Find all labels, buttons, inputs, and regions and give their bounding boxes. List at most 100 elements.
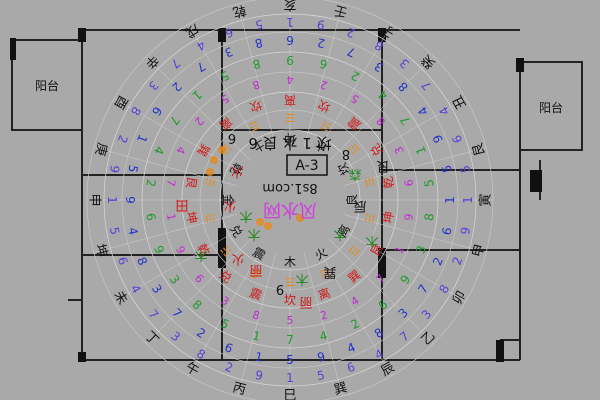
compass-spoke [317, 247, 392, 376]
ring-magenta-digits-glyph: 9 [173, 244, 188, 256]
ring-blue-digits-glyph: 5 [125, 164, 140, 174]
ring-outer-characters-glyph: 丙 [231, 380, 247, 398]
ring-outer-characters-glyph: 丑 [450, 93, 469, 112]
ring-outer-digits-glyph: 9 [458, 226, 473, 236]
ring-green-digits-glyph: 6 [143, 212, 158, 221]
compass-spoke [328, 56, 434, 162]
ring-outer-characters-glyph: 寅 [478, 193, 494, 206]
ring-outer-digits-glyph: 1 [286, 15, 294, 29]
inner-black-label: 6 [228, 130, 236, 145]
inner-green-label: 木 [239, 208, 252, 223]
ring-orange-symbols-glyph: ☰ [285, 111, 295, 124]
ring-blue-digits-glyph: 5 [286, 353, 294, 367]
ring-blue-digits-glyph: 1 [443, 196, 457, 204]
ring-inner-characters-glyph: 良 [344, 194, 359, 206]
ring-orange-symbols-glyph: ☳ [202, 212, 217, 225]
ring-outer-characters-glyph: 未 [110, 289, 129, 308]
ring-green-digits-glyph: 6 [318, 56, 329, 71]
inner-red-label: 火 [231, 251, 244, 266]
ring-outer-characters-glyph: 甲 [470, 243, 488, 259]
compass-spoke [317, 24, 392, 153]
ring-blue-digits-glyph: 1 [254, 349, 264, 364]
compass-spoke [237, 253, 277, 397]
ring-blue-digits-glyph: 4 [125, 226, 140, 236]
ring-orange-symbols-glyph: ☵ [363, 212, 378, 225]
ring-magenta-digits-glyph: 1 [392, 244, 407, 256]
ring-blue-digits-glyph: 6 [286, 33, 294, 47]
ring-outer-digits-glyph: 9 [254, 368, 264, 383]
ring-magenta-digits-glyph: 7 [164, 178, 178, 187]
orange-marker [264, 222, 272, 230]
orange-marker [206, 168, 214, 176]
ring-outer-digits-glyph: 9 [316, 17, 326, 32]
compass-spoke [343, 213, 487, 253]
ring-blue-digits-glyph: 9 [123, 196, 137, 204]
ring-magenta-digits-glyph: 2 [319, 77, 329, 91]
ring-outer-digits-glyph: 2 [450, 255, 466, 267]
ring-outer-characters-glyph: 戌 [183, 20, 202, 39]
ring-outer-characters-glyph: 壬 [333, 2, 349, 20]
ring-outer-digits-glyph: 1 [105, 196, 119, 204]
ring-red-characters-glyph: 震 [248, 286, 264, 303]
unit-label: A-3 [295, 158, 318, 174]
ring-green-digits-glyph: 8 [422, 212, 437, 221]
ring-outer-characters-glyph: 申 [86, 193, 101, 206]
compass-spoke [146, 56, 252, 162]
ring-orange-symbols-glyph: ☴ [363, 175, 378, 188]
ring-outer-characters-glyph: 辰 [379, 360, 398, 379]
ring-blue-digits-glyph: 9 [316, 349, 326, 364]
unit-label-box [286, 154, 328, 176]
ring-inner-characters-glyph: 坤 [284, 131, 296, 146]
ring-magenta-digits-glyph: 9 [402, 213, 416, 222]
balcony-right-label: 阳台 [539, 100, 563, 115]
center-upper-text: 坎 1 水 良 6 [248, 134, 331, 152]
inner-black-label: 艮 [376, 158, 389, 173]
compass-spoke [188, 24, 263, 153]
orange-marker [296, 214, 304, 222]
inner-black-label: 8 [342, 146, 350, 161]
ring-green-digits-glyph: 7 [286, 333, 294, 347]
ring-outer-digits-glyph: 9 [107, 164, 122, 174]
ring-outer-characters-glyph: 酉 [110, 93, 129, 112]
compass-spoke [93, 213, 237, 253]
inner-green-label: 木 [194, 247, 207, 262]
ring-outer-digits-glyph: 2 [345, 25, 357, 41]
balcony-left-label: 阳台 [35, 78, 59, 93]
compass-spoke [337, 98, 466, 173]
ring-outer-digits-glyph: 5 [254, 17, 264, 32]
watermark-site-name: 风水网 [263, 199, 317, 220]
ring-magenta-digits-glyph: 2 [319, 308, 329, 322]
ring-inner-characters-glyph: 木 [284, 255, 296, 269]
orange-marker [218, 146, 226, 154]
ring-outer-digits-glyph: 6 [450, 133, 466, 145]
ring-red-characters-glyph: 坤 [380, 210, 397, 224]
ring-outer-characters-glyph: 亥 [283, 0, 296, 11]
inner-red-label: 火 [230, 164, 243, 179]
inner-green-label: 木 [295, 271, 308, 286]
inner-red-label: 丽 [299, 294, 312, 309]
ring-magenta-digits-glyph: 1 [164, 213, 178, 222]
ring-green-digits-glyph: 5 [422, 178, 437, 187]
ring-outer-digits-glyph: 1 [286, 371, 294, 385]
ring-orange-symbols-glyph: ☴ [202, 175, 217, 188]
ring-magenta-digits-glyph: 4 [173, 144, 188, 156]
ring-outer-digits-glyph: 2 [223, 360, 235, 376]
ring-magenta-digits-glyph: 4 [287, 73, 294, 86]
ring-magenta-digits-glyph: 5 [287, 314, 294, 327]
ring-outer-digits-glyph: 6 [223, 25, 235, 41]
ring-outer-digits-glyph: 5 [316, 368, 326, 383]
compass-spoke [343, 147, 487, 187]
ring-red-characters-glyph: 离 [316, 285, 332, 303]
ring-outer-digits-glyph: 5 [107, 226, 122, 236]
ring-outer-characters-glyph: 午 [183, 360, 202, 379]
ring-magenta-digits-glyph: 8 [251, 77, 261, 91]
ring-green-digits-glyph: 9 [286, 53, 294, 67]
ring-outer-characters-glyph: 坤 [92, 243, 110, 259]
compass-spoke [114, 227, 243, 302]
ring-inner-characters-glyph: 金 [221, 194, 236, 206]
compass-spoke [188, 247, 263, 376]
compass-spoke [114, 98, 243, 173]
compass-spoke [303, 3, 343, 147]
